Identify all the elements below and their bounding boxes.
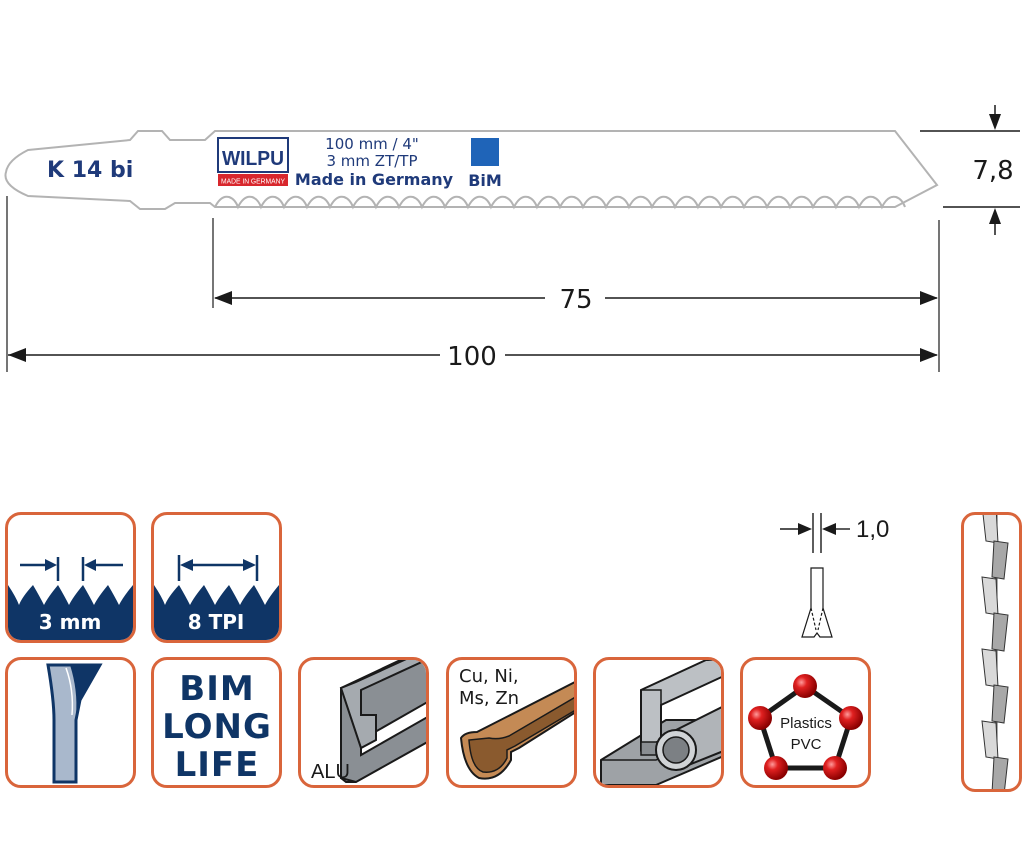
aluminium-label: ALU — [311, 761, 350, 783]
non-ferrous-tile: Cu, Ni, Ms, Zn — [446, 657, 577, 788]
cutting-length-value: 75 — [559, 285, 592, 315]
wilpu-logo: WILPU MADE IN GERMANY — [217, 137, 289, 186]
bim-badge-square — [471, 138, 499, 166]
aluminium-profile-icon: ALU — [311, 660, 426, 783]
blade-spec-length: 100 mm / 4" — [325, 135, 419, 153]
bim-text-line1: BIM — [179, 669, 254, 709]
plastics-label-line2: PVC — [791, 736, 822, 753]
height-dimension — [920, 105, 1020, 235]
tpi-tile: 8 TPI — [151, 512, 282, 643]
set-tooth — [991, 540, 1009, 580]
set-width-value: 1,0 — [856, 516, 889, 543]
tooth-profile-icon — [46, 663, 103, 784]
set-width-diagram: 1,0 — [780, 513, 889, 638]
set-tooth — [981, 720, 999, 760]
set-tooth — [981, 648, 999, 688]
copper-gutter-icon: Cu, Ni, Ms, Zn — [459, 666, 574, 780]
cutting-length-dimension — [214, 291, 938, 305]
wilpu-logo-text: WILPU — [222, 148, 284, 170]
tpi-label: 8 TPI — [188, 610, 245, 634]
blade-model-label: K 14 bi — [47, 158, 133, 183]
blade-drawing: K 14 bi WILPU MADE IN GERMANY 100 mm / 4… — [4, 105, 1020, 372]
tooth-profile-tile — [5, 657, 136, 788]
blade-teeth — [214, 195, 906, 210]
tooth-pitch-tile: 3 mm — [5, 512, 136, 643]
steel-profiles-tile — [593, 657, 724, 788]
aluminium-tile: ALU — [298, 657, 429, 788]
total-length-value: 100 — [447, 342, 497, 372]
plastics-molecule-icon: Plastics PVC — [748, 674, 863, 780]
bim-badge-label: BiM — [468, 171, 502, 190]
set-tooth — [991, 756, 1009, 789]
plastics-tile: Plastics PVC — [740, 657, 871, 788]
non-ferrous-label-line1: Cu, Ni, — [459, 666, 519, 687]
blade-spec-origin: Made in Germany — [295, 170, 454, 189]
tooth-pitch-label: 3 mm — [39, 610, 102, 634]
steel-profiles-icon — [600, 660, 721, 785]
set-tooth — [982, 515, 999, 544]
bim-long-life-tile: BIM LONG LIFE — [151, 657, 282, 788]
blade-spec-pitch: 3 mm ZT/TP — [326, 152, 417, 170]
height-dimension-value: 7,8 — [972, 156, 1013, 186]
plastics-label-line1: Plastics — [780, 715, 832, 732]
set-tooth — [991, 612, 1009, 652]
blade-tooth-line — [214, 195, 906, 210]
bim-text-line3: LIFE — [175, 745, 260, 785]
blade-cross-section — [801, 567, 833, 638]
bim-text-line2: LONG — [162, 707, 272, 747]
set-tooth — [991, 684, 1009, 724]
non-ferrous-label-line2: Ms, Zn — [459, 688, 519, 709]
set-teeth-icon — [981, 515, 1009, 789]
set-tooth — [981, 576, 999, 616]
wilpu-tag-text: MADE IN GERMANY — [221, 179, 285, 186]
total-length-dimension — [8, 348, 938, 362]
set-teeth-tile — [961, 512, 1022, 792]
